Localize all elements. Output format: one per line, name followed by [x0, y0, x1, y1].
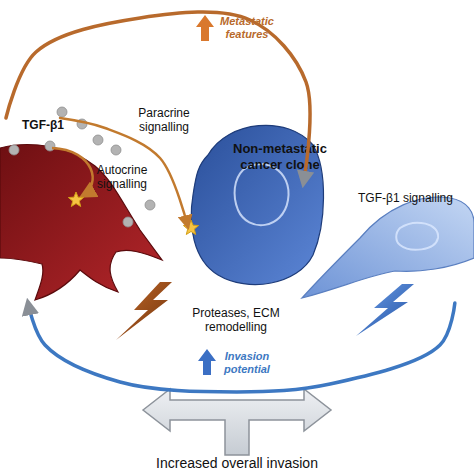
cell-nucleus: [396, 223, 438, 250]
invasive-cell: TGF-β1 signalling: [300, 183, 474, 303]
edge-label: Metastatic features: [214, 15, 280, 41]
up-arrow: [196, 15, 214, 41]
metastatic-cell: TGF-β1: [0, 118, 170, 303]
cell-label: TGF-β1: [22, 118, 64, 132]
ligand-dot: [57, 107, 67, 117]
ligand-dot: [145, 200, 155, 210]
lightning-bolt: [116, 282, 172, 340]
cell-body: [302, 197, 474, 298]
annotation-text: Proteases, ECM remodelling: [186, 306, 286, 335]
ligand-dot: [93, 135, 103, 145]
cell-label: Non-metastatic cancer clone: [230, 141, 330, 172]
cell-outline: [0, 118, 170, 303]
edge-label: Paracrine signalling: [128, 106, 200, 135]
cancer-cell: Non-metastatic cancer clone: [188, 115, 328, 293]
edge-label: Invasion potential: [214, 350, 280, 376]
cell-label: TGF-β1 signalling: [358, 191, 453, 205]
double-arrow-t: [143, 389, 331, 455]
connector-arrow: [28, 303, 455, 392]
ligand-dot: [77, 119, 87, 129]
up-arrow: [198, 349, 216, 375]
cell-nucleus: [235, 164, 289, 225]
ligand-dot: [111, 145, 121, 155]
lightning-bolt: [356, 284, 414, 336]
caption-text: Increased overall invasion: [87, 455, 387, 472]
annotation-text: Autocrine signalling: [88, 163, 156, 192]
cell-body: [0, 145, 162, 300]
